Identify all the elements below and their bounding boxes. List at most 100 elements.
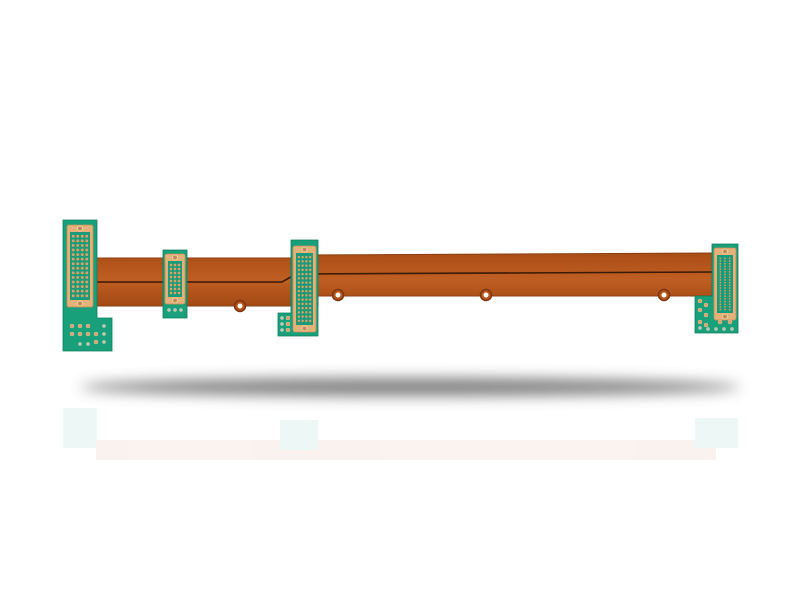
pin-pad: [173, 283, 177, 287]
pin-pad: [301, 302, 304, 306]
left-connector-board: [62, 219, 113, 352]
pin-pad: [308, 255, 312, 259]
pin-pad: [173, 267, 177, 271]
pin-pad: [71, 285, 75, 289]
pin-pad: [177, 287, 181, 291]
connector-body: [70, 232, 90, 300]
pin-pad: [297, 281, 301, 284]
pin-pad: [301, 315, 304, 318]
test-pad: [727, 319, 733, 325]
pin-pad: [85, 285, 89, 289]
pin-pad: [297, 294, 301, 297]
pin-pad: [724, 297, 726, 300]
pin-pad: [724, 268, 726, 271]
pin-pad: [80, 234, 84, 238]
pin-pad: [719, 279, 722, 281]
pin-pad: [724, 284, 726, 287]
test-pad: [77, 323, 83, 329]
test-pad: [85, 331, 91, 337]
pin-pad: [719, 273, 722, 276]
pin-pad: [177, 279, 181, 283]
pin-pad: [80, 262, 84, 266]
pin-pad: [177, 263, 181, 267]
pin-pad: [85, 248, 89, 252]
pin-pad: [85, 253, 89, 257]
test-pad: [703, 302, 709, 308]
pin-pad: [724, 257, 726, 260]
pin-pad: [169, 263, 173, 267]
pin-pad: [724, 276, 726, 279]
pin-pad: [85, 243, 89, 247]
pin-pad: [297, 306, 301, 310]
pin-pad: [728, 295, 731, 298]
test-pad: [102, 324, 106, 328]
pin-pad: [177, 267, 181, 271]
pin-pad: [728, 260, 731, 262]
pin-pad: [728, 303, 731, 306]
pin-pad: [301, 311, 304, 314]
pin-pad: [301, 285, 304, 289]
pin-pad: [80, 243, 84, 247]
pin-pad: [177, 271, 181, 275]
pin-pad: [719, 303, 722, 306]
pin-pad: [80, 285, 84, 289]
pin-pad: [85, 275, 89, 279]
pin-pad: [724, 281, 726, 284]
pin-pad: [724, 292, 726, 295]
test-pad: [69, 331, 75, 337]
pin-pad: [724, 262, 726, 265]
test-pad: [102, 332, 106, 336]
pin-pad: [85, 289, 89, 293]
test-pad: [730, 327, 734, 331]
pin-pad: [173, 291, 177, 295]
pin-pad: [76, 285, 80, 289]
pin-pad: [719, 262, 722, 265]
mounting-hole: [661, 292, 667, 298]
pin-pad: [728, 300, 731, 303]
pin-pad: [728, 292, 731, 295]
pin-pad: [85, 280, 89, 284]
pin-pad: [305, 302, 308, 306]
pin-pad: [724, 265, 726, 268]
pin-pad: [297, 264, 301, 267]
test-pad: [85, 323, 91, 329]
pin-pad: [80, 266, 84, 270]
test-pad: [77, 331, 83, 337]
pin-pad: [305, 319, 308, 323]
pin-pad: [728, 289, 731, 292]
pin-pad: [169, 271, 173, 275]
test-pad: [93, 331, 99, 337]
pin-pad: [719, 260, 722, 262]
test-pad: [697, 298, 703, 304]
pin-pad: [301, 277, 304, 280]
pin-pad: [305, 260, 308, 263]
pin-pad: [71, 271, 75, 275]
trace-line: [96, 271, 716, 283]
pin-pad: [301, 294, 304, 297]
pin-pad: [305, 268, 308, 272]
pin-pad: [308, 260, 312, 263]
pin-pad: [728, 265, 731, 268]
pin-pad: [305, 285, 308, 289]
pin-pad: [76, 271, 80, 275]
pin-pad: [305, 306, 308, 310]
pin-pad: [305, 277, 308, 280]
test-pad: [722, 327, 726, 331]
test-pad: [697, 307, 703, 313]
pin-pad: [305, 289, 308, 293]
pin-pad: [719, 265, 722, 268]
pin-pad: [297, 285, 301, 289]
pin-pad: [297, 272, 301, 276]
pin-pad: [76, 248, 80, 252]
pin-pad: [71, 248, 75, 252]
pin-pad: [308, 306, 312, 310]
pin-pad: [297, 277, 301, 280]
pin-pad: [728, 262, 731, 265]
pin-pad: [297, 289, 301, 293]
test-pad: [173, 308, 177, 312]
pin-pad: [719, 306, 722, 308]
pin-pad: [308, 319, 312, 323]
pin-pad: [177, 291, 181, 295]
pin-pad: [80, 239, 84, 243]
pin-pad: [719, 276, 722, 279]
